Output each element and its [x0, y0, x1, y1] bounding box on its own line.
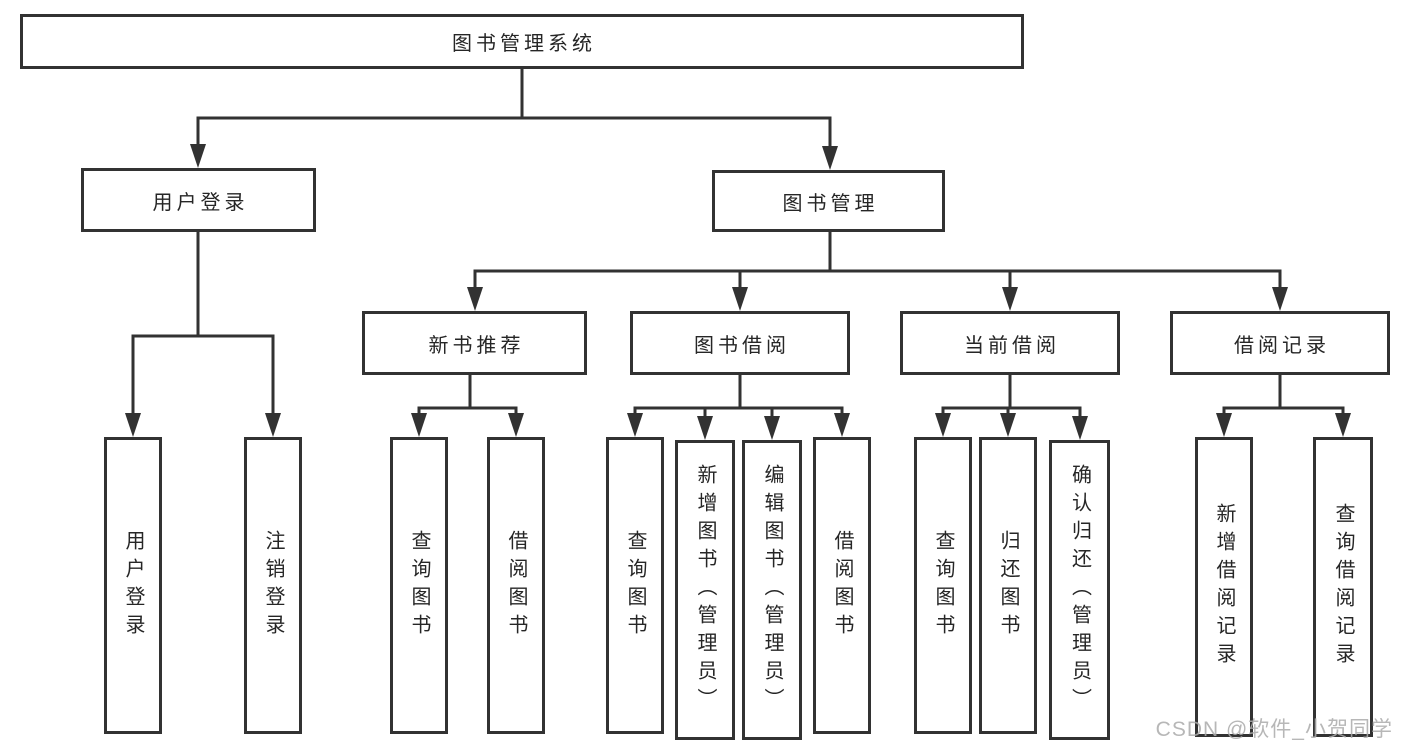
leaf-query-books-current-label: 查询图书: [932, 529, 954, 642]
node-current-borrowing-label: 当前借阅: [964, 334, 1060, 357]
leaf-edit-books-admin: 编辑图书（管理员）: [742, 440, 802, 740]
node-book-borrowing-label: 图书借阅: [694, 334, 790, 357]
leaf-borrow-books-recommend: 借阅图书: [487, 437, 545, 734]
node-user-login-label: 用户登录: [152, 191, 249, 214]
node-borrowing-records: 借阅记录: [1170, 311, 1390, 375]
node-book-borrowing: 图书借阅: [630, 311, 850, 375]
leaf-return-books: 归还图书: [979, 437, 1037, 734]
leaf-add-borrow-record-label: 新增借阅记录: [1213, 503, 1235, 671]
node-library-management-system-label: 图书管理系统: [452, 33, 596, 55]
leaf-query-books-borrowing-label: 查询图书: [624, 529, 646, 642]
leaf-add-borrow-record: 新增借阅记录: [1195, 437, 1253, 737]
node-new-book-recommendation: 新书推荐: [362, 311, 587, 375]
leaf-query-borrow-record-label: 查询借阅记录: [1332, 503, 1354, 671]
node-library-management-system: 图书管理系统: [20, 14, 1024, 69]
leaf-query-books-current: 查询图书: [914, 437, 972, 734]
leaf-logout: 注销登录: [244, 437, 302, 734]
leaf-query-books-recommend-label: 查询图书: [408, 529, 430, 642]
node-borrowing-records-label: 借阅记录: [1234, 334, 1330, 357]
node-current-borrowing: 当前借阅: [900, 311, 1120, 375]
leaf-add-books-admin-label: 新增图书（管理员）: [694, 464, 716, 716]
leaf-query-books-borrowing: 查询图书: [606, 437, 664, 734]
csdn-watermark: CSDN @软件_小贺同学: [1155, 718, 1393, 741]
leaf-edit-books-admin-label: 编辑图书（管理员）: [761, 464, 783, 716]
leaf-borrow-books-recommend-label: 借阅图书: [505, 529, 527, 642]
node-book-management: 图书管理: [712, 170, 945, 232]
leaf-borrow-books-borrowing: 借阅图书: [813, 437, 871, 734]
leaf-query-books-recommend: 查询图书: [390, 437, 448, 734]
node-user-login: 用户登录: [81, 168, 316, 232]
leaf-return-books-label: 归还图书: [997, 529, 1019, 642]
leaf-user-login-label: 用户登录: [122, 529, 144, 642]
leaf-confirm-return-admin-label: 确认归还（管理员）: [1068, 464, 1091, 716]
node-new-book-recommendation-label: 新书推荐: [428, 334, 525, 357]
leaf-logout-label: 注销登录: [262, 529, 284, 642]
leaf-add-books-admin: 新增图书（管理员）: [675, 440, 735, 740]
leaf-borrow-books-borrowing-label: 借阅图书: [831, 529, 853, 642]
node-book-management-label: 图书管理: [782, 192, 879, 215]
leaf-user-login: 用户登录: [104, 437, 162, 734]
leaf-confirm-return-admin: 确认归还（管理员）: [1049, 440, 1110, 740]
leaf-query-borrow-record: 查询借阅记录: [1313, 437, 1373, 737]
